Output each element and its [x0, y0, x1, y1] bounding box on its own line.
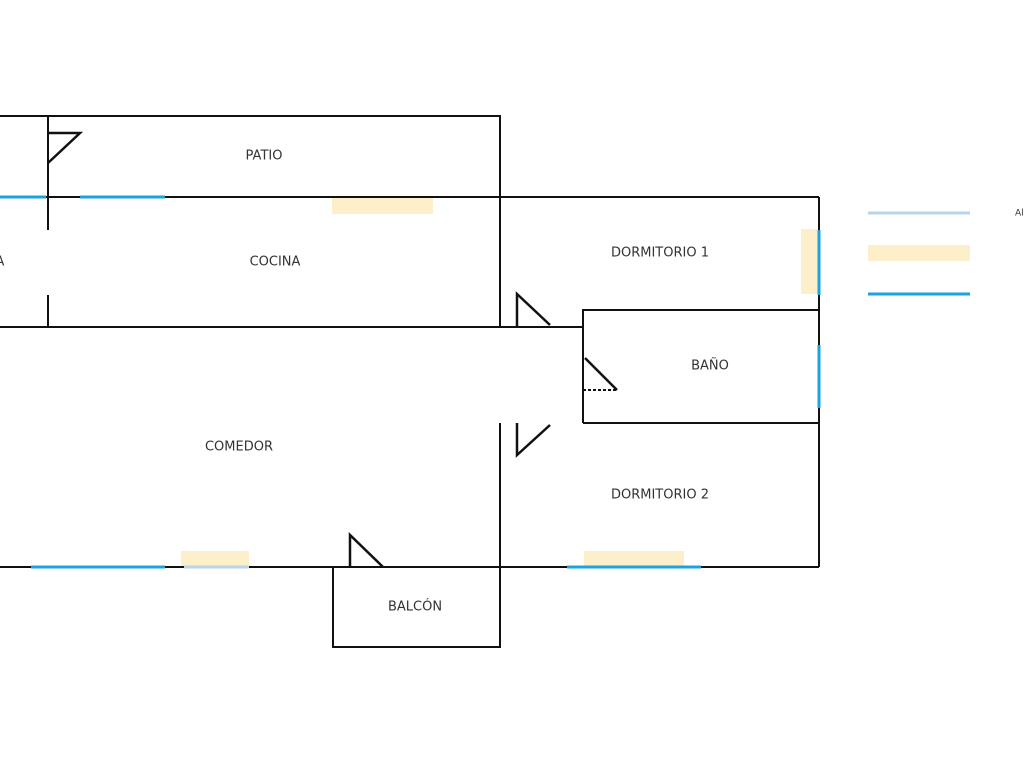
patio-door-icon	[47, 131, 84, 164]
doors	[47, 131, 618, 568]
room-label-comedor: COMEDOR	[205, 440, 273, 455]
beige-windows	[181, 197, 818, 567]
comedor-door-icon	[348, 532, 384, 568]
dormitorio1-beige-window	[801, 229, 818, 294]
dormitorio2-door-icon	[515, 423, 551, 458]
legend: Al	[868, 209, 1024, 296]
room-label-bano: BAÑO	[691, 358, 729, 374]
room-label-patio: PATIO	[246, 149, 283, 164]
room-label-balcon: BALCÓN	[388, 599, 442, 615]
room-label-cocina: COCINA	[250, 255, 301, 270]
room-label-cut: A	[0, 255, 5, 270]
dormitorio1-door-icon	[515, 291, 551, 327]
dormitorio2-beige-window	[584, 551, 684, 567]
bano-wall	[582, 309, 819, 392]
comedor-beige-window	[181, 551, 249, 567]
blue-windows	[0, 195, 821, 569]
legend-beige-swatch	[868, 245, 970, 261]
room-label-dormitorio2: DORMITORIO 2	[611, 488, 709, 503]
legend-label-1: Al	[1015, 209, 1024, 219]
balcon-wall	[332, 567, 501, 648]
room-label-dormitorio1: DORMITORIO 1	[611, 246, 709, 261]
patio-wall	[0, 115, 501, 327]
cocina-beige-window	[332, 197, 433, 214]
bano-door-icon	[584, 357, 618, 391]
